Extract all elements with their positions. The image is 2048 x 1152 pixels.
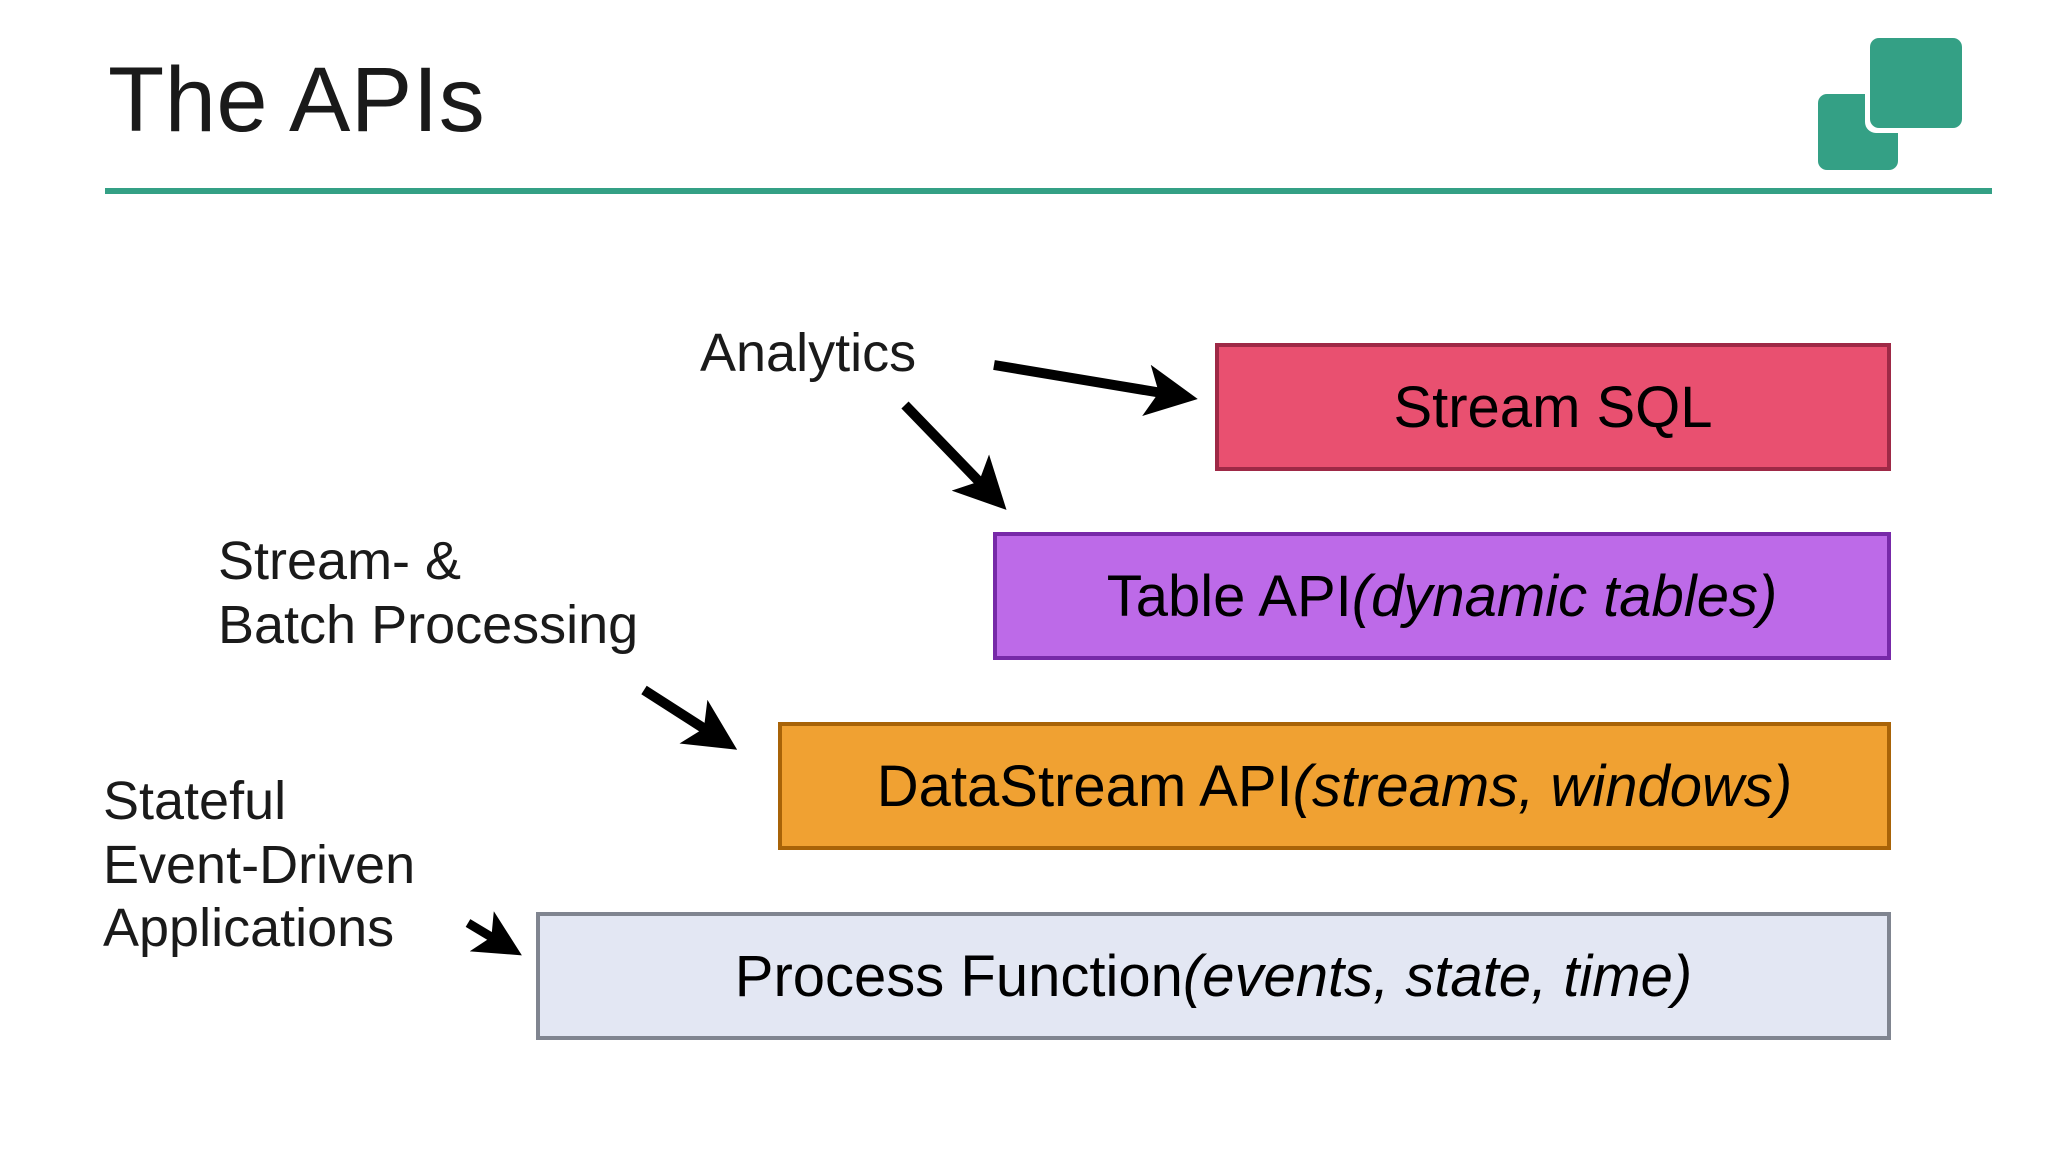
flink-squares-logo [1818, 38, 1962, 170]
arrow-stateful-to-process-function [465, 911, 522, 956]
title-underline-rule [105, 188, 1992, 194]
api-layer-datastream-api: DataStream API (streams, windows) [778, 722, 1891, 850]
api-layer-table-api: Table API (dynamic tables) [993, 532, 1891, 660]
arrow-analytics-to-table-api [901, 401, 1007, 510]
api-layer-detail: (events, state, time) [1182, 943, 1693, 1009]
arrow-stream-batch-to-datastream-api [641, 685, 738, 750]
category-label-stateful-event-driven-applications: Stateful Event-Driven Applications [103, 771, 416, 959]
api-layer-detail: (streams, windows) [1292, 753, 1793, 819]
page-title: The APIs [108, 49, 486, 151]
category-label-stream-batch-processing: Stream- & Batch Processing [218, 531, 639, 655]
api-layer-process-function: Process Function (events, state, time) [536, 912, 1891, 1040]
api-layer-name: Stream SQL [1393, 374, 1713, 440]
api-layer-name: Process Function [734, 943, 1183, 1009]
api-layer-stream-sql: Stream SQL [1215, 343, 1891, 471]
arrow-analytics-to-stream-sql [993, 360, 1198, 417]
api-layer-name: Table API [1106, 563, 1352, 629]
category-label-analytics: Analytics [700, 323, 917, 383]
api-layer-name: DataStream API [876, 753, 1293, 819]
api-layer-detail: (dynamic tables) [1351, 563, 1778, 629]
logo-square-front [1870, 38, 1962, 128]
